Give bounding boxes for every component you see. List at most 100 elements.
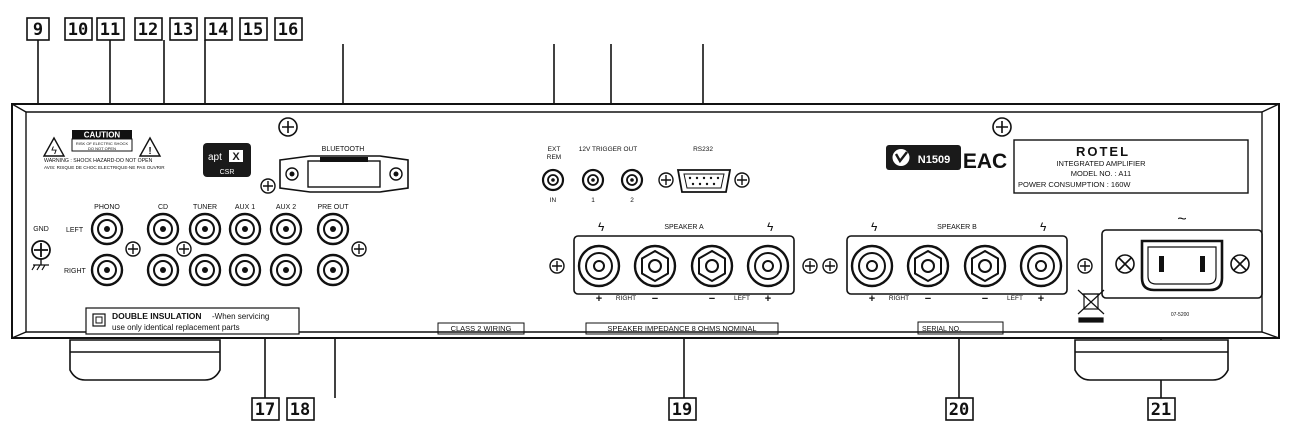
rca-aux1-left bbox=[228, 212, 262, 246]
callout-12: 12 bbox=[134, 17, 163, 41]
svg-text:13: 13 bbox=[173, 20, 193, 40]
double-insulation-label: DOUBLE INSULATION -When servicing use on… bbox=[85, 307, 300, 335]
callout-10: 10 bbox=[64, 17, 93, 41]
svg-text:ROTEL: ROTEL bbox=[1076, 144, 1130, 159]
rca-preout-right bbox=[316, 253, 350, 287]
svg-text:AVIS: RISQUE DE CHOC ELECTRIQU: AVIS: RISQUE DE CHOC ELECTRIQUE-NE PAS O… bbox=[44, 165, 165, 170]
svg-text:SPEAKER A: SPEAKER A bbox=[664, 224, 704, 231]
svg-text:+: + bbox=[596, 293, 602, 305]
svg-text:GND: GND bbox=[33, 226, 49, 233]
svg-text:-When servicing: -When servicing bbox=[212, 312, 269, 321]
callout-9: 9 bbox=[26, 17, 50, 41]
svg-text:+: + bbox=[765, 293, 771, 305]
svg-text:POWER CONSUMPTION : 160W: POWER CONSUMPTION : 160W bbox=[1018, 180, 1131, 189]
callout-15: 15 bbox=[239, 17, 268, 41]
rca-phono-left bbox=[90, 212, 124, 246]
svg-text:−: − bbox=[652, 293, 658, 305]
svg-text:18: 18 bbox=[290, 400, 310, 420]
foot-left bbox=[69, 339, 221, 381]
ac-power-inlet: ~ 07-5200 bbox=[1101, 211, 1263, 318]
svg-text:10: 10 bbox=[68, 20, 88, 40]
svg-text:~: ~ bbox=[1177, 211, 1186, 228]
label-trig-2: 2 bbox=[630, 197, 634, 204]
screw-bt bbox=[260, 178, 276, 194]
rca-aux2-left bbox=[269, 212, 303, 246]
svg-text:LEFT: LEFT bbox=[734, 295, 750, 302]
svg-text:−: − bbox=[925, 293, 931, 305]
serial-label: SERIAL NO. bbox=[917, 321, 1004, 335]
callout-16: 16 bbox=[274, 17, 303, 41]
svg-text:−: − bbox=[982, 293, 988, 305]
label-left: LEFT bbox=[66, 227, 84, 234]
speaker-b-left-minus bbox=[963, 244, 1007, 288]
label-right: RIGHT bbox=[64, 268, 87, 275]
svg-text:−: − bbox=[709, 293, 715, 305]
callout-17: 17 bbox=[251, 397, 280, 421]
svg-text:SERIAL NO.: SERIAL NO. bbox=[922, 326, 961, 333]
svg-text:9: 9 bbox=[33, 20, 43, 40]
screw-input-3 bbox=[351, 241, 367, 257]
speaker-a-left-minus bbox=[690, 244, 734, 288]
callout-21: 21 bbox=[1147, 397, 1176, 421]
speaker-a-right-plus bbox=[577, 244, 621, 288]
svg-text:ϟ: ϟ bbox=[51, 145, 57, 157]
svg-text:16: 16 bbox=[278, 20, 298, 40]
label-cd: CD bbox=[158, 204, 168, 211]
impedance-label: SPEAKER IMPEDANCE 8 OHMS NOMINAL bbox=[585, 322, 779, 335]
svg-text:X: X bbox=[232, 151, 240, 163]
svg-text:ϟ: ϟ bbox=[598, 220, 605, 234]
svg-text:ϟ: ϟ bbox=[1040, 220, 1047, 234]
svg-text:SPEAKER B: SPEAKER B bbox=[937, 224, 977, 231]
rca-cd-right bbox=[146, 253, 180, 287]
svg-text:LEFT: LEFT bbox=[1007, 295, 1023, 302]
label-phono: PHONO bbox=[94, 204, 120, 211]
label-aux2: AUX 2 bbox=[276, 204, 296, 211]
weee-bin-icon bbox=[1077, 289, 1105, 323]
svg-text:CAUTION: CAUTION bbox=[84, 131, 121, 140]
trigger-1-jack bbox=[581, 168, 605, 192]
label-class2: CLASS 2 WIRING bbox=[451, 324, 512, 333]
svg-text:DO NOT OPEN: DO NOT OPEN bbox=[88, 146, 116, 151]
svg-text:N1509: N1509 bbox=[918, 154, 950, 166]
rca-preout-left bbox=[316, 212, 350, 246]
rca-cd-left bbox=[146, 212, 180, 246]
speaker-b-right-plus bbox=[850, 244, 894, 288]
model-info-panel: ROTEL INTEGRATED AMPLIFIER MODEL NO. : A… bbox=[1013, 139, 1249, 194]
svg-text:apt: apt bbox=[208, 152, 222, 163]
svg-text:ϟ: ϟ bbox=[871, 220, 878, 234]
svg-text:17: 17 bbox=[255, 400, 275, 420]
svg-text:21: 21 bbox=[1151, 400, 1171, 420]
speaker-a-panel: ϟ ϟ SPEAKER A + RIGHT − − LEFT + bbox=[549, 220, 818, 305]
n1509-mark: N1509 bbox=[886, 145, 961, 170]
label-trigger: 12V TRIGGER OUT bbox=[579, 146, 637, 153]
screw-top-left bbox=[278, 117, 298, 137]
trigger-2-jack bbox=[620, 168, 644, 192]
callout-11: 11 bbox=[96, 17, 125, 41]
svg-text:15: 15 bbox=[243, 20, 263, 40]
svg-text:19: 19 bbox=[672, 400, 692, 420]
svg-text:RIGHT: RIGHT bbox=[616, 295, 636, 302]
svg-text:+: + bbox=[1038, 293, 1044, 305]
label-trig-1: 1 bbox=[591, 197, 595, 204]
svg-text:14: 14 bbox=[208, 20, 228, 40]
svg-text:RISK OF ELECTRIC SHOCK: RISK OF ELECTRIC SHOCK bbox=[76, 141, 129, 146]
caution-label: ϟ CAUTION RISK OF ELECTRIC SHOCK DO NOT … bbox=[42, 130, 165, 170]
label-rem: REM bbox=[547, 154, 561, 161]
eac-mark: EAC bbox=[963, 150, 1007, 173]
svg-text:+: + bbox=[869, 293, 875, 305]
speaker-b-right-minus bbox=[906, 244, 950, 288]
svg-text:BLUETOOTH: BLUETOOTH bbox=[322, 146, 365, 153]
screw-top-right bbox=[992, 117, 1012, 137]
svg-text:07-5200: 07-5200 bbox=[1171, 312, 1190, 318]
svg-text:SPEAKER IMPEDANCE 8 OHMS NOMIN: SPEAKER IMPEDANCE 8 OHMS NOMINAL bbox=[607, 324, 756, 333]
callout-20: 20 bbox=[945, 397, 974, 421]
svg-text:!: ! bbox=[148, 146, 151, 157]
rca-aux2-right bbox=[269, 253, 303, 287]
label-preout: PRE OUT bbox=[317, 204, 349, 211]
rca-tuner-right bbox=[188, 253, 222, 287]
svg-text:11: 11 bbox=[100, 20, 120, 40]
speaker-b-panel: ϟ ϟ SPEAKER B + RIGHT − − LEFT + bbox=[822, 220, 1093, 305]
screw-input-1 bbox=[125, 241, 141, 257]
speaker-a-left-plus bbox=[746, 244, 790, 288]
